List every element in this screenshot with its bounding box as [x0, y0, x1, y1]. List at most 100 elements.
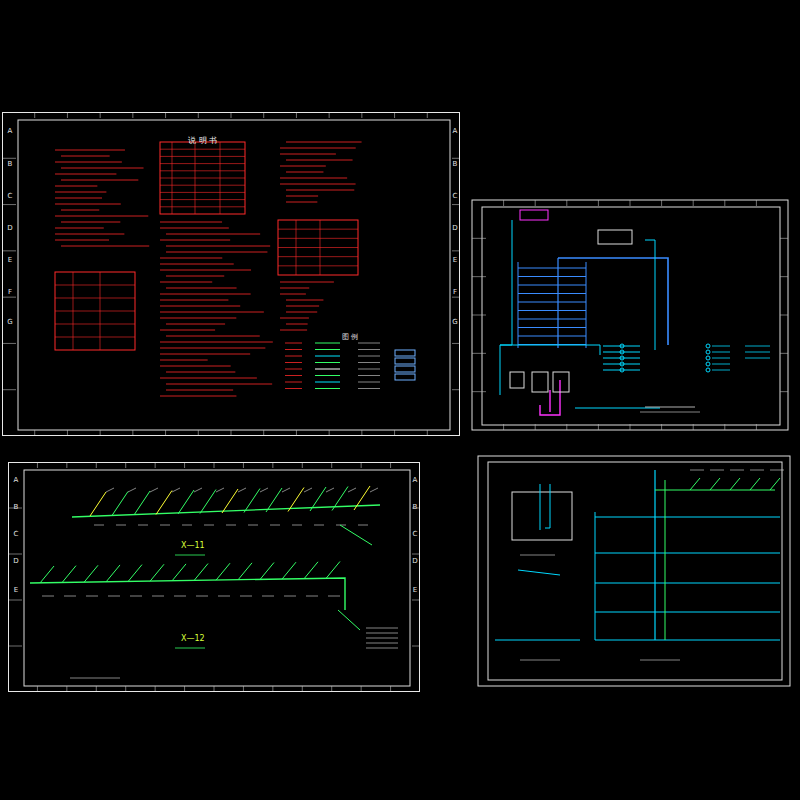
inner-frame — [488, 462, 782, 680]
branch-pipe — [750, 478, 760, 490]
text-stroke — [166, 246, 270, 247]
text-stroke — [218, 596, 230, 597]
pipe — [655, 490, 775, 491]
text-stroke — [55, 174, 116, 175]
floor-pipe — [595, 517, 780, 518]
grid-tick — [780, 276, 788, 277]
text-stroke — [712, 364, 730, 365]
grid-letter: G — [7, 319, 12, 326]
text-stroke — [285, 349, 302, 350]
grid-tick — [693, 424, 694, 430]
pipe — [518, 285, 586, 286]
pipe — [603, 346, 640, 347]
legend-heading: 图 例 — [342, 334, 358, 341]
grid-tick — [2, 158, 16, 159]
table-rule — [220, 142, 221, 214]
text-stroke — [712, 370, 730, 371]
grid-tick — [452, 204, 460, 205]
text-stroke — [55, 240, 109, 241]
pipe — [495, 640, 580, 641]
text-stroke — [280, 154, 336, 155]
text-stroke — [42, 596, 54, 597]
branch-pipe — [282, 562, 296, 579]
text-stroke — [55, 228, 104, 229]
table-frame — [55, 272, 135, 350]
grid-tick — [780, 391, 788, 392]
riser — [654, 470, 655, 640]
text-stroke — [366, 643, 398, 644]
legend-symbol — [706, 344, 710, 348]
grid-tick — [693, 200, 694, 206]
text-stroke — [55, 216, 148, 217]
legend-line — [315, 362, 340, 363]
text-stroke — [55, 150, 125, 151]
grid-letter: G — [452, 319, 457, 326]
branch-pipe — [62, 566, 76, 583]
branch-pipe — [128, 565, 142, 582]
text-stroke — [286, 160, 353, 161]
leader-line — [238, 488, 246, 492]
text-stroke — [94, 525, 104, 526]
pump — [510, 372, 524, 388]
grid-letter: A — [14, 477, 19, 484]
grid-letter: D — [13, 558, 18, 565]
text-stroke — [130, 596, 142, 597]
underline — [640, 412, 700, 413]
branch-pipe — [156, 491, 172, 515]
text-stroke — [358, 525, 368, 526]
grid-letter: E — [453, 257, 457, 264]
grid-tick — [661, 200, 662, 206]
branch-pipe — [690, 478, 700, 490]
grid-tick — [780, 315, 788, 316]
table-rule — [160, 156, 245, 157]
text-stroke — [166, 276, 224, 277]
table-rule — [160, 170, 245, 171]
valve — [620, 356, 624, 360]
text-stroke — [160, 312, 264, 313]
pipe — [545, 484, 550, 528]
branch-pipe — [304, 562, 318, 579]
text-stroke — [285, 369, 302, 370]
outer-frame — [478, 456, 790, 686]
text-stroke — [328, 596, 340, 597]
text-stroke — [160, 366, 231, 367]
text-stroke — [160, 240, 230, 241]
text-stroke — [314, 525, 324, 526]
leader-line — [172, 488, 180, 492]
text-stroke — [280, 288, 309, 289]
grid-tick — [756, 200, 757, 206]
sheet-title: 说 明 书 — [188, 137, 217, 145]
legend-symbol — [706, 356, 710, 360]
branch-pipe — [338, 610, 360, 630]
text-stroke — [280, 148, 356, 149]
text-stroke — [640, 660, 680, 661]
text-stroke — [160, 330, 215, 331]
legend-box — [395, 374, 415, 380]
text-stroke — [160, 396, 236, 397]
text-stroke — [280, 178, 347, 179]
legend-line — [315, 356, 340, 357]
table-frame — [160, 142, 245, 214]
leader-line — [194, 488, 202, 492]
table-rule — [320, 220, 321, 275]
text-stroke — [166, 384, 272, 385]
text-stroke — [770, 470, 784, 471]
pipe — [518, 336, 586, 337]
text-stroke — [166, 390, 233, 391]
text-stroke — [166, 234, 260, 235]
table-rule — [296, 220, 297, 275]
text-stroke — [160, 228, 229, 229]
branch-pipe — [90, 492, 106, 516]
sheet-title: X—12 — [181, 635, 205, 643]
branch-pipe — [106, 565, 120, 582]
grid-letter: E — [14, 587, 18, 594]
table-rule — [160, 192, 245, 193]
table-rule — [278, 265, 358, 266]
valve — [620, 362, 624, 366]
grid-tick — [2, 204, 16, 205]
text-stroke — [55, 192, 106, 193]
text-stroke — [61, 246, 149, 247]
grid-letter: B — [453, 161, 458, 168]
